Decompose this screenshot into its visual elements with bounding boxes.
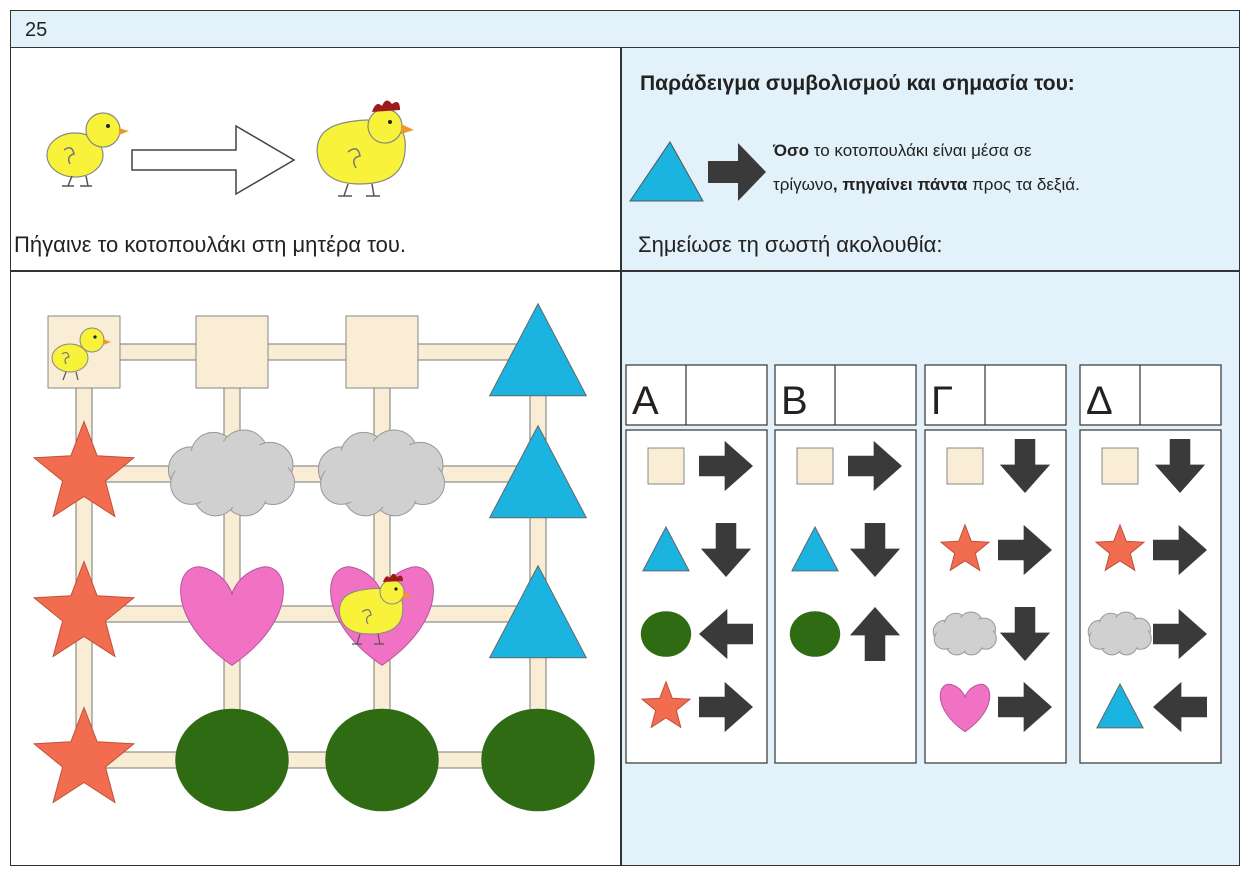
- option-label: Α: [632, 379, 659, 423]
- small-chick-icon: [46, 112, 129, 187]
- chick-to-hen-illustration: [46, 100, 414, 197]
- circle-icon: [325, 708, 439, 812]
- task-number: 25: [25, 19, 48, 41]
- hen-target-icon: [338, 573, 412, 645]
- arrow-right-icon: [998, 681, 1052, 733]
- prompt-text: Σημείωσε τη σωστή ακολουθία:: [638, 232, 943, 257]
- example-line-1: Όσο το κοτοπουλάκι είναι μέσα σε: [773, 141, 1032, 160]
- square-icon: [796, 447, 834, 485]
- square-icon: [647, 447, 685, 485]
- triangle-icon: [642, 525, 690, 572]
- heart-icon: [180, 566, 284, 666]
- square-icon: [1101, 447, 1139, 485]
- star-icon: [640, 680, 692, 729]
- arrow-right-icon: [708, 143, 766, 201]
- triangle-icon: [488, 564, 588, 659]
- row-divider: [10, 270, 1240, 272]
- arrow-right-icon: [848, 440, 902, 492]
- right-outline-arrow-icon: [131, 124, 296, 196]
- chick-start-icon: [51, 327, 111, 381]
- triangle-icon: [629, 141, 704, 202]
- star-icon: [32, 706, 136, 804]
- triangle-icon: [488, 302, 588, 397]
- arrow-right-icon: [998, 524, 1052, 576]
- circle-icon: [175, 708, 289, 812]
- star-icon: [1094, 523, 1146, 572]
- arrow-right-icon: [1153, 608, 1207, 660]
- example-line-2: τρίγωνο, πηγαίνει πάντα προς τα δεξιά.: [773, 175, 1080, 194]
- square-icon: [345, 315, 419, 389]
- arrow-left-icon: [1153, 681, 1207, 733]
- grid-shapes: [32, 302, 595, 812]
- arrow-up-icon: [849, 607, 901, 661]
- arrow-down-icon: [700, 523, 752, 577]
- example-panel: [621, 48, 1239, 270]
- heart-icon: [939, 683, 991, 733]
- square-icon: [946, 447, 984, 485]
- arrow-right-icon: [1153, 524, 1207, 576]
- option-card[interactable]: Δ: [1079, 364, 1222, 764]
- triangle-icon: [791, 525, 839, 572]
- option-card[interactable]: Α: [625, 364, 768, 764]
- left-instruction: Πήγαινε το κοτοπουλάκι στη μητέρα του.: [14, 232, 406, 257]
- task-header: 25: [10, 10, 1240, 48]
- square-icon: [195, 315, 269, 389]
- option-card[interactable]: Γ: [924, 364, 1067, 764]
- circle-icon: [640, 611, 692, 657]
- option-label: Β: [781, 379, 808, 423]
- star-icon: [32, 560, 136, 658]
- arrow-down-icon: [849, 523, 901, 577]
- arrow-down-icon: [1154, 439, 1206, 493]
- circle-icon: [481, 708, 595, 812]
- star-icon: [32, 420, 136, 518]
- example-symbols: [629, 141, 766, 202]
- option-label: Γ: [931, 379, 953, 423]
- circle-icon: [789, 611, 841, 657]
- star-icon: [939, 523, 991, 572]
- option-label: Δ: [1086, 379, 1113, 423]
- triangle-icon: [1096, 682, 1144, 729]
- example-heading: Παράδειγμα συμβολισμού και σημασία του:: [640, 72, 1075, 95]
- arrow-right-icon: [699, 681, 753, 733]
- cloud-icon: [932, 611, 997, 656]
- arrow-down-icon: [999, 439, 1051, 493]
- arrow-down-icon: [999, 607, 1051, 661]
- column-divider: [620, 48, 622, 866]
- path-grid: [32, 302, 595, 812]
- option-card[interactable]: Β: [774, 364, 917, 764]
- arrow-right-icon: [699, 440, 753, 492]
- cloud-icon: [1087, 611, 1152, 656]
- arrow-left-icon: [699, 608, 753, 660]
- cloud-icon: [317, 429, 446, 517]
- cloud-icon: [167, 429, 296, 517]
- hen-icon: [316, 100, 414, 197]
- triangle-icon: [488, 424, 588, 519]
